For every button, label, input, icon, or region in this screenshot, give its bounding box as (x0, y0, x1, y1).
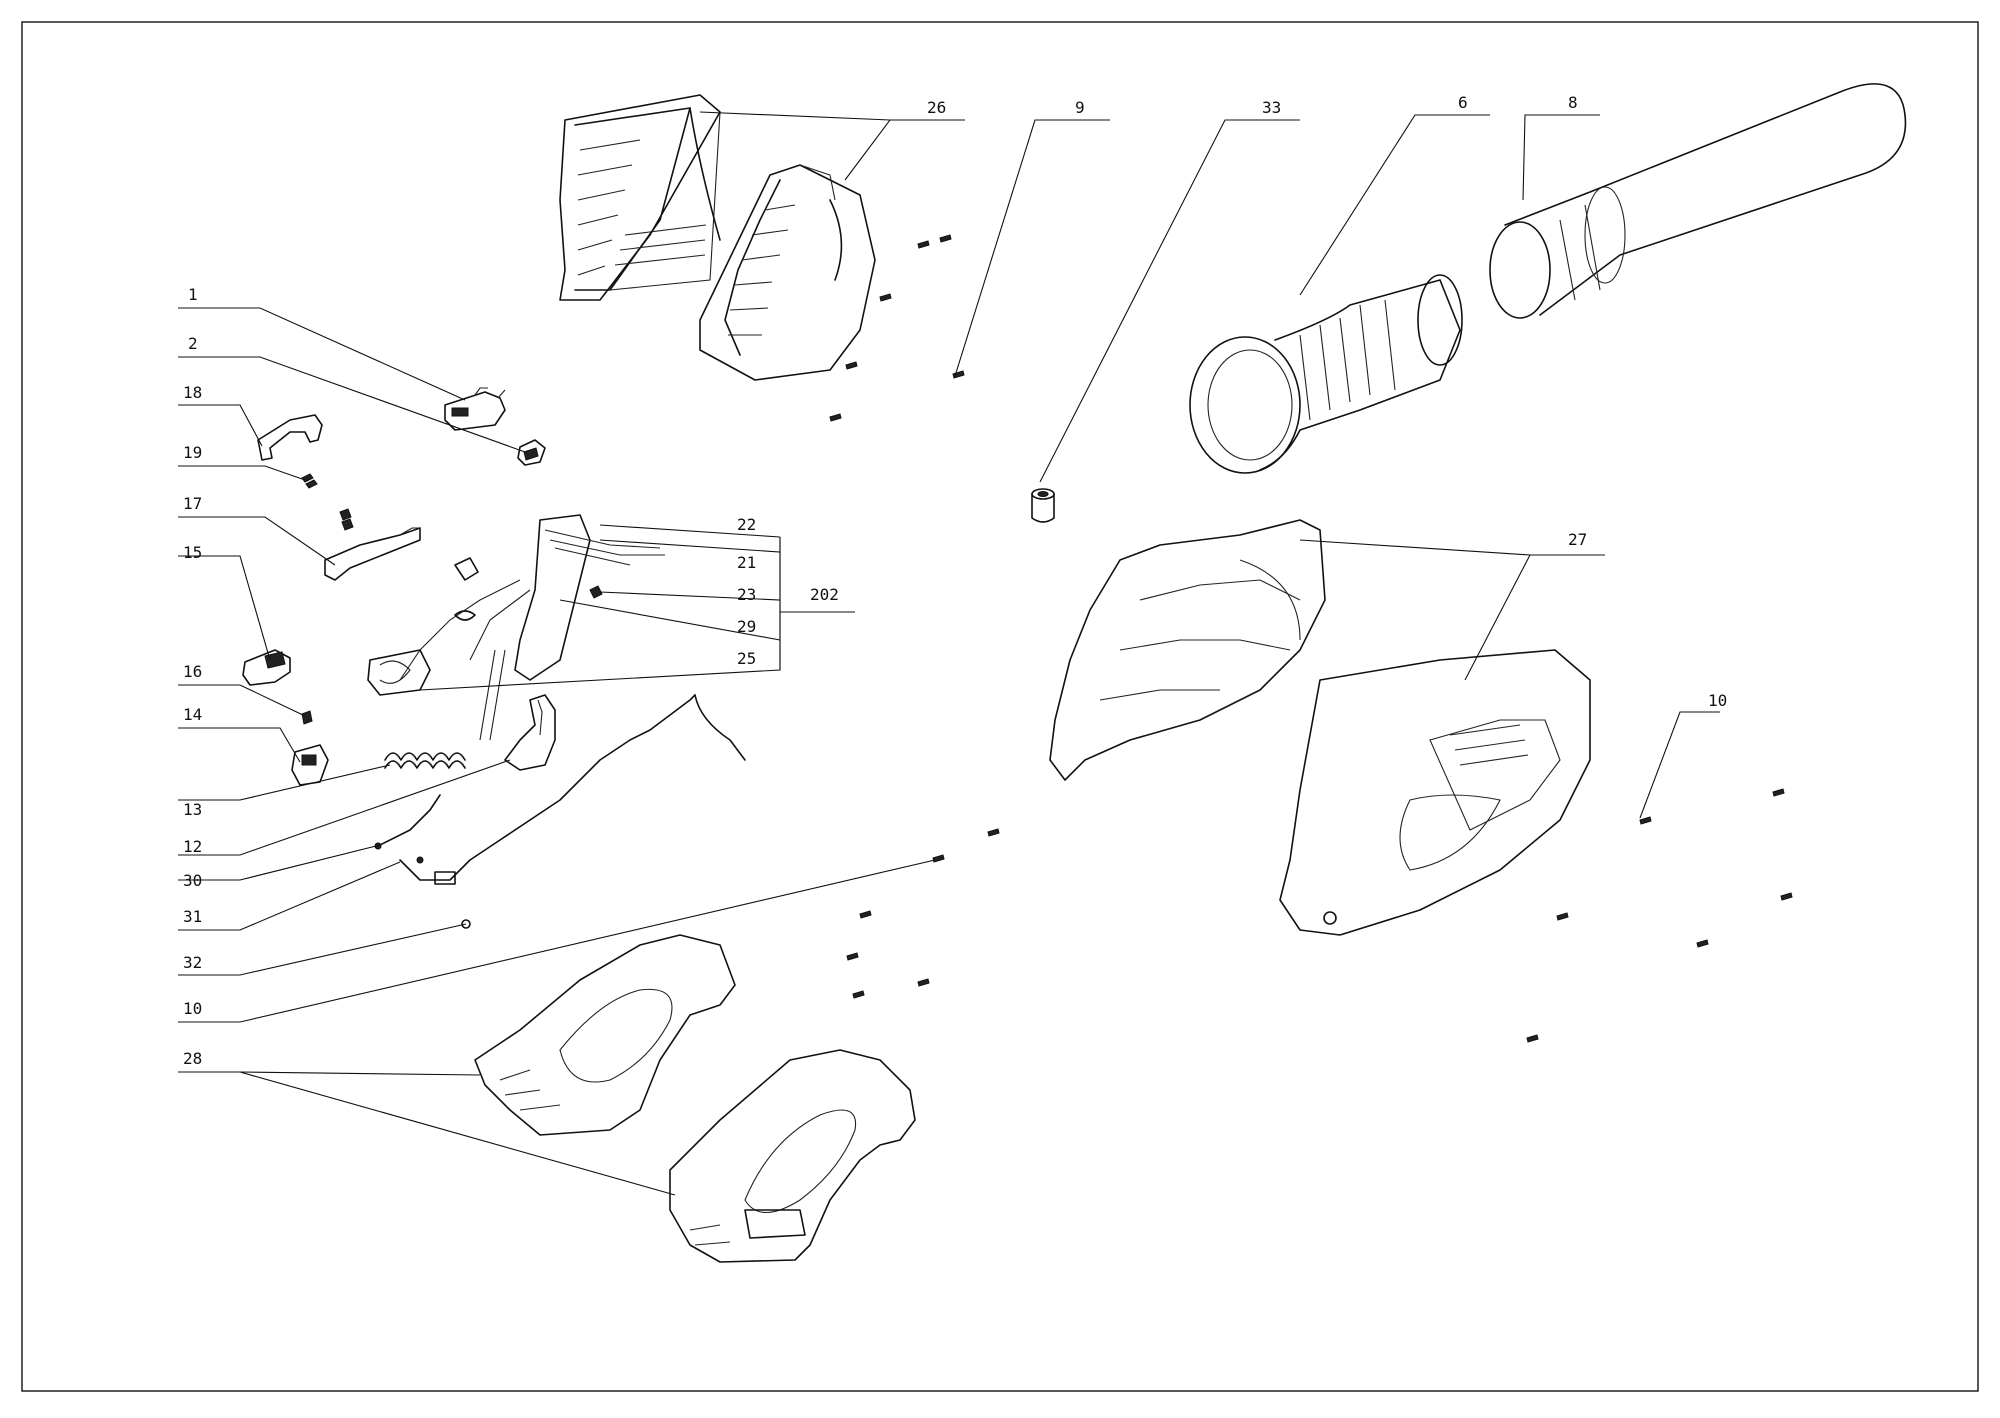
callout-18: 18 (183, 383, 202, 402)
callout-22: 22 (737, 515, 756, 534)
callout-10-right: 10 (1708, 691, 1727, 710)
part-33-bushing (1031, 488, 1055, 523)
callout-25: 25 (737, 649, 756, 668)
callout-14: 14 (183, 705, 202, 724)
part-28-handle-housing-right (669, 1049, 916, 1263)
callout-8: 8 (1568, 93, 1578, 112)
part-18-lever (257, 414, 323, 461)
part-30-wire (374, 794, 441, 850)
part-16-spring (301, 710, 313, 725)
callout-6: 6 (1458, 93, 1468, 112)
drawing-frame (21, 21, 1979, 1392)
callout-29: 29 (737, 617, 756, 636)
callout-15: 15 (183, 543, 202, 562)
part-202-controller-assembly (367, 514, 665, 741)
callout-23: 23 (737, 585, 756, 604)
screws-group-middle (846, 828, 1000, 999)
callout-17: 17 (183, 494, 202, 513)
part-13-coil-spring (384, 752, 466, 769)
part-31-cable (399, 694, 746, 885)
part-14-lock-button (291, 744, 329, 786)
callout-28: 28 (183, 1049, 202, 1068)
callout-labels: 26 9 33 6 8 1 2 18 19 17 15 16 14 13 12 … (183, 93, 1727, 1068)
part-27-motor-housing-right (1279, 649, 1591, 936)
part-2-switch-cap (517, 439, 546, 466)
part-15-cover (242, 649, 291, 686)
part-19-small-spring (301, 473, 318, 489)
callout-9: 9 (1075, 98, 1085, 117)
callout-31: 31 (183, 907, 202, 926)
callout-32: 32 (183, 953, 202, 972)
leader-lines (178, 111, 1720, 1196)
screws-group-right (1526, 788, 1793, 1043)
callout-30: 30 (183, 871, 202, 890)
callout-26: 26 (927, 98, 946, 117)
part-32-nut (461, 919, 471, 929)
callout-12: 12 (183, 837, 202, 856)
part-27-motor-housing-left (1049, 519, 1326, 781)
callout-10-left: 10 (183, 999, 202, 1018)
callout-33: 33 (1262, 98, 1281, 117)
part-28-handle-housing-left (474, 934, 736, 1136)
part-26-fan-housing-right (699, 164, 876, 381)
part-1-switch (444, 387, 506, 431)
callout-202: 202 (810, 585, 839, 604)
callout-21: 21 (737, 553, 756, 572)
part-12-trigger (504, 694, 556, 771)
callout-27: 27 (1568, 530, 1587, 549)
screws-group-top (829, 234, 965, 422)
callout-2: 2 (188, 334, 198, 353)
callout-13: 13 (183, 800, 202, 819)
part-8-blower-tube (1489, 83, 1907, 319)
callout-16: 16 (183, 662, 202, 681)
part-26-fan-housing-left (559, 94, 721, 301)
callout-1: 1 (188, 285, 198, 304)
callout-19: 19 (183, 443, 202, 462)
part-17-trigger-lever (324, 508, 421, 581)
part-6-inner-tube (1189, 274, 1463, 474)
